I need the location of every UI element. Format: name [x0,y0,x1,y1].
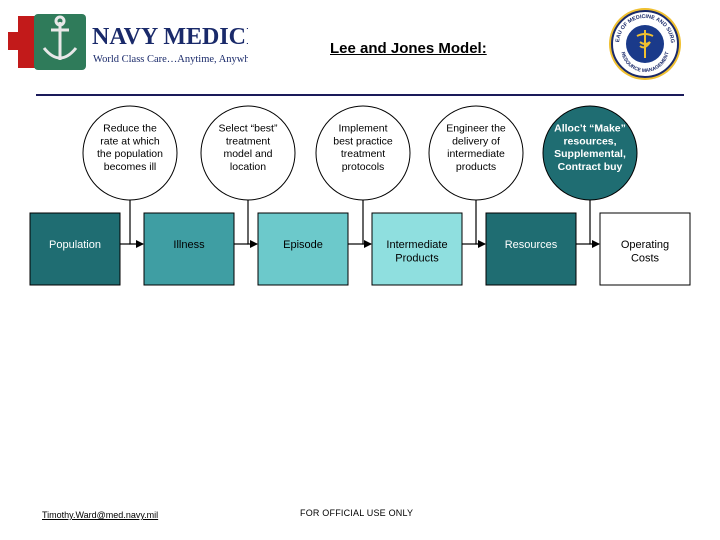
lever-label-5-line: resources, [563,135,616,147]
stage-label-costs-line: Operating [621,239,669,251]
lever-label-4-line: products [456,161,496,173]
stage-box-episode [257,212,349,286]
lever-label-3-line: protocols [342,161,385,173]
lever-label-1-line: the population [97,148,163,160]
header-divider [36,94,684,96]
stage-label-episode: Episode [283,239,323,251]
lever-label-4-line: intermediate [447,148,505,160]
stage-label-population: Population [49,239,101,251]
lever-label-1-line: rate at which [100,135,160,147]
stage-label-resources-line: Resources [505,239,558,251]
seal-graphic: BUREAU OF MEDICINE AND SURGERY RESOURCE … [605,2,681,80]
lever-circle-2 [200,105,296,201]
lever-label-5: Alloc’t “Make”resources,Supplemental,Con… [554,122,626,172]
stage-label-illness-line: Illness [173,239,205,251]
stage-box-resources [485,212,577,286]
lever-label-5-line: Contract buy [558,161,623,173]
lever-label-3-line: treatment [341,148,385,160]
lever-label-5-line: Alloc’t “Make” [554,122,626,134]
lever-label-4-line: Engineer the [446,122,506,134]
stage-label-population-line: Population [49,239,101,251]
stage-box-intermediate [371,212,463,286]
lever-label-1-line: becomes ill [104,161,157,173]
flow-arrow-1 [129,200,144,248]
stage-label-costs-line: Costs [631,253,660,265]
stage-box-population [29,212,121,286]
lever-circle-5 [542,105,638,201]
stage-label-illness: Illness [173,239,205,251]
stage-box-illness [143,212,235,286]
lever-label-3-line: Implement [338,122,387,134]
logo-tagline: World Class Care…Anytime, Anywhere [93,54,248,65]
flow-arrow-4 [475,200,486,248]
anchor-icon [42,15,78,60]
lever-label-2-line: treatment [226,135,270,147]
lever-label-4-line: delivery of [452,135,500,147]
lever-label-5-line: Supplemental, [554,148,626,160]
lever-circle-3 [315,105,411,201]
flow-arrow-3 [362,200,372,248]
lever-label-2-line: Select “best” [219,122,278,134]
stage-label-intermediate-line: Intermediate [386,239,447,251]
page-title: Lee and Jones Model: [330,40,487,57]
lever-label-3-line: best practice [333,135,393,147]
lever-label-2-line: model and [223,148,272,160]
lever-circle-4 [428,105,524,201]
stage-box-costs [599,212,691,286]
contact-email-link[interactable]: Timothy.Ward@med.navy.mil [42,510,159,520]
lever-circle-1 [82,105,178,201]
stage-label-intermediate-line: Products [395,253,439,265]
caduceus-icon [636,30,654,58]
stage-label-resources: Resources [505,239,558,251]
flow-arrow-5 [589,200,600,248]
lever-label-2-line: location [230,161,266,173]
lever-label-1-line: Reduce the [103,122,157,134]
classification-footer: FOR OFFICIAL USE ONLY [300,508,414,518]
stage-label-episode-line: Episode [283,239,323,251]
bumed-seal: BUREAU OF MEDICINE AND SURGERY RESOURCE … [605,2,683,82]
flow-arrow-2 [247,200,258,248]
